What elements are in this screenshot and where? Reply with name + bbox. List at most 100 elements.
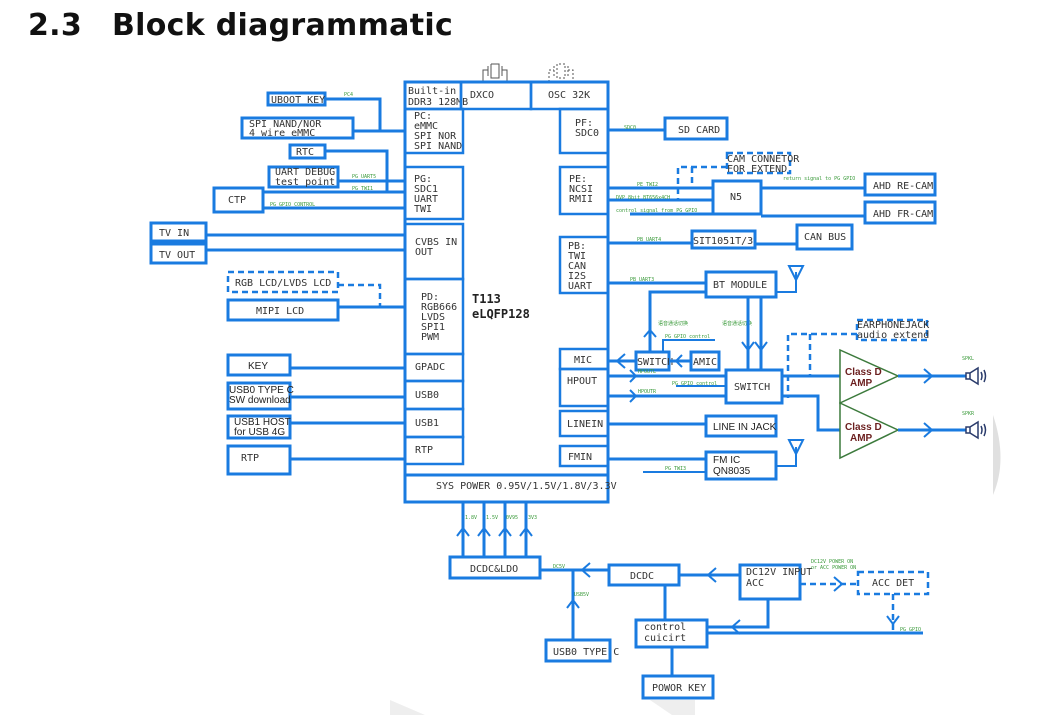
class-d-amp-left (839, 348, 900, 405)
amic-label: AMIC (693, 357, 717, 368)
usb1-label: USB1 (415, 418, 439, 429)
bt-module-block (704, 270, 778, 299)
signal-0v95: 0V95 (506, 515, 518, 521)
usb1-host-block (226, 414, 292, 440)
signal-pg-gpio: PG GPIO (900, 627, 921, 633)
bt-module-label: BT MODULE (713, 280, 767, 291)
pg-label-1: PG: (414, 174, 432, 185)
mipi-lcd-block (226, 298, 340, 322)
amp-right-label-1: Class D (845, 422, 882, 433)
signal-return-to-gpio: return signal to PG GPIO (783, 176, 855, 182)
rgb-lvds-lcd-label: RGB LCD/LVDS LCD (235, 278, 331, 289)
dc12v-label-1: DC12V INPUT (746, 567, 812, 578)
pb-block (558, 235, 610, 295)
mipi-lcd-label: MIPI LCD (256, 306, 304, 317)
cam-connector-label-1: CAM CONNETOR (727, 154, 800, 165)
control-label-1: control (644, 622, 686, 633)
sd-card-block (663, 116, 729, 141)
pe-label-2: NCSI (569, 184, 593, 195)
rtp-block (226, 444, 292, 476)
hpout-label: HPOUT (567, 376, 597, 387)
pe-label-3: RMII (569, 194, 593, 205)
spi-nand-block (240, 116, 355, 140)
pc-label-1: PC: (414, 111, 432, 122)
earphone-jack-label-2: audio extend (857, 330, 929, 341)
antenna-icon-fm (787, 439, 805, 457)
usb0-typec-power-label: USB0 TYPE C (553, 647, 619, 658)
signal-1v5: 1.5V (486, 515, 498, 521)
tv-out-block (149, 242, 208, 265)
ctp-label: CTP (228, 195, 246, 206)
signal-dc5v: DC5V (553, 564, 565, 570)
signal-spkl: SPKL (962, 356, 974, 362)
signal-pb-uart4: PB UART4 (637, 237, 661, 243)
rtc-label: RTC (296, 147, 314, 158)
signal-pe-twi2: PE TWI2 (637, 182, 658, 188)
dcdc-ldo-block (448, 555, 542, 580)
key-block (226, 353, 292, 377)
fmin-block (558, 444, 610, 468)
fmin-label: FMIN (568, 452, 592, 463)
watermark-shape-bottom (650, 700, 695, 715)
fm-ic-label-2: QN8035 (713, 466, 751, 477)
rtp-soc-block (403, 435, 465, 466)
amp-left-label-2: AMP (850, 378, 873, 389)
signal-hpoutr: HPOUTR (638, 389, 657, 395)
switch-audio-block (724, 368, 784, 405)
signal-dc12v-power-on: DC12V POWER ON (811, 559, 853, 565)
pg-label-3: UART (414, 194, 438, 205)
signal-pg-gpio-ctrl-1: PG GPIO control (665, 334, 710, 340)
pb-label-4: I2S (568, 271, 586, 282)
signal-voice-switch-1: 语音通话切换 (658, 320, 688, 327)
pd-label-5: PWM (421, 332, 439, 343)
signal-pc4: PC4 (344, 92, 353, 98)
uart-debug-label-1: UART DEBUG (275, 167, 335, 178)
pe-block (558, 165, 610, 216)
pb-label-5: UART (568, 281, 592, 292)
pd-label-4: SPI1 (421, 322, 445, 333)
signal-1v8: 1.8V (465, 515, 477, 521)
signal-pg-gpio-ctrl-2: PG GPIO control (672, 381, 717, 387)
dcdc-label: DCDC (630, 571, 654, 582)
ahd-re-cam-label: AHD RE-CAM (873, 181, 933, 192)
pd-label-1: PD: (421, 292, 439, 303)
crystal-icon-dxco (482, 63, 508, 82)
gpadc-label: GPADC (415, 362, 445, 373)
pe-label-1: PE: (569, 174, 587, 185)
dc12v-input-block (738, 563, 802, 601)
pb-label-2: TWI (568, 251, 586, 262)
class-d-amp-right (839, 401, 900, 460)
signal-control-from-gpio: control signal from PG GPIO (616, 208, 697, 214)
tv-in-block (149, 221, 208, 243)
signal-acc-power-on: or ACC POWER ON (811, 565, 856, 571)
tv-in-label: TV IN (159, 228, 189, 239)
can-bus-block (795, 223, 854, 251)
rtp-label: RTP (241, 453, 259, 464)
linein-label: LINEIN (567, 419, 603, 430)
cam-connector-label-2: FOR EXTEND (727, 164, 787, 175)
sd-card-label: SD CARD (678, 125, 720, 136)
earphone-jack-block (855, 318, 929, 342)
pb-label-1: PB: (568, 241, 586, 252)
ddr-label-2: DDR3 128MB (408, 97, 468, 108)
ddr-label-1: Built-in (408, 86, 456, 97)
signal-usb5v: USB5V (574, 592, 589, 598)
signal-sdc0: SDC0 (624, 125, 636, 131)
pc-label-3: SPI NOR (414, 131, 457, 142)
signal-hpoutl: HPOUTL (638, 369, 656, 375)
crystal-icon-osc (548, 63, 574, 82)
ahd-fr-cam-label: AHD FR-CAM (873, 209, 933, 220)
signal-pg-gpio-control: PG GPIO CONTROL (270, 202, 315, 208)
uart-debug-label-2: test point (275, 177, 335, 188)
amp-right-label-2: AMP (850, 433, 873, 444)
signal-pg-uart5: PG UART5 (352, 174, 376, 180)
ahd-fr-cam-block (863, 200, 937, 225)
sit1051-label: SIT1051T/3 (693, 236, 753, 247)
acc-det-label: ACC DET (872, 578, 914, 589)
spi-nand-label-1: SPI NAND/NOR (249, 119, 322, 130)
uboot-key-label: UBOOT KEY (271, 95, 325, 106)
usb1-host-label-2: for USB 4G (234, 427, 285, 438)
dxco-label: DXCO (470, 90, 494, 101)
